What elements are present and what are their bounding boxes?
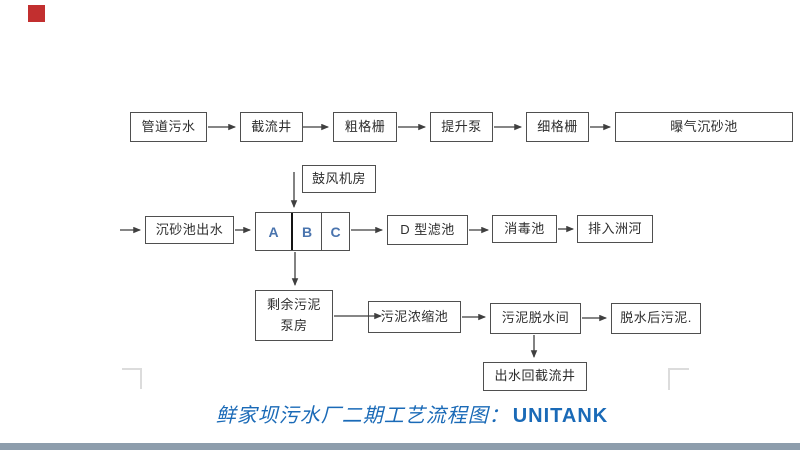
- tank-cell-b: B: [293, 213, 322, 250]
- red-square-shape: [28, 5, 45, 22]
- node-sludge-thickener: 污泥浓缩池: [368, 301, 461, 333]
- node-surplus-sludge-pump-house: 剩余污泥 泵房: [255, 290, 333, 341]
- node-unitank-abc: A B C: [255, 212, 350, 251]
- diagram-caption: 鲜家坝污水厂二期工艺流程图：UNITANK: [0, 399, 800, 428]
- node-dewatered-sludge: 脱水后污泥.: [611, 303, 701, 334]
- surplus-sludge-line2: 泵房: [280, 317, 308, 333]
- caption-chinese-text: 鲜家坝污水厂二期工艺流程图：: [215, 403, 510, 427]
- node-d-type-filter: D 型滤池: [387, 215, 468, 245]
- tank-cell-a: A: [256, 213, 293, 250]
- node-intercept-well: 截流井: [240, 112, 303, 142]
- node-fine-screen: 细格栅: [526, 112, 589, 142]
- page-corner-mark-left-h: [122, 368, 142, 370]
- node-aerated-grit-chamber: 曝气沉砂池: [615, 112, 793, 142]
- node-disinfection-tank: 消毒池: [492, 215, 557, 243]
- page-corner-mark-right-v: [668, 368, 670, 390]
- node-discharge-to-river: 排入洲河: [577, 215, 653, 243]
- node-grit-chamber-outflow: 沉砂池出水: [145, 216, 234, 244]
- page-corner-mark-right-h: [668, 368, 689, 370]
- node-sludge-dewatering-room: 污泥脱水间: [490, 303, 581, 334]
- node-blower-room: 鼓风机房: [302, 165, 376, 193]
- caption-unitank-text: UNITANK: [512, 405, 609, 427]
- page-corner-mark-left-v: [140, 368, 142, 389]
- node-pipe-sewage: 管道污水: [130, 112, 207, 142]
- node-lift-pump: 提升泵: [430, 112, 493, 142]
- node-coarse-screen: 粗格栅: [333, 112, 397, 142]
- surplus-sludge-line1: 剩余污泥: [266, 297, 321, 313]
- bottom-window-bar: [0, 443, 800, 450]
- node-return-to-intercept-well: 出水回截流井: [483, 362, 587, 391]
- tank-cell-c: C: [330, 223, 341, 240]
